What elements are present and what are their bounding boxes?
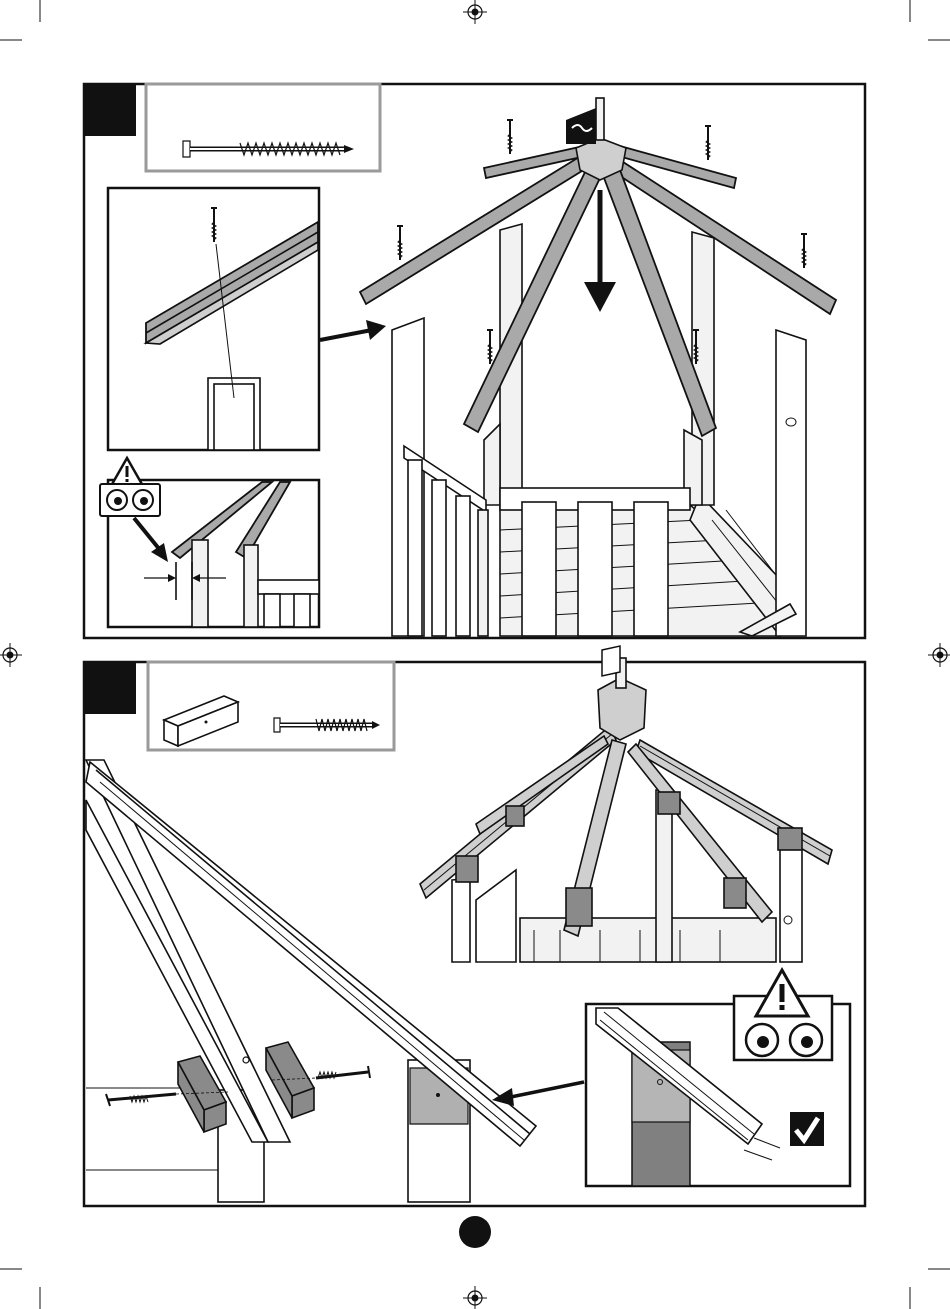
registration-mark-icon bbox=[928, 643, 950, 667]
step-a-parts-box bbox=[146, 84, 380, 171]
direction-arrow-icon bbox=[584, 190, 616, 312]
warning-triangle-icon bbox=[756, 970, 808, 1016]
screw-icon bbox=[106, 1094, 176, 1106]
screw-icon bbox=[397, 226, 403, 260]
step-a-main-scene bbox=[360, 98, 836, 636]
detail-gap-check bbox=[100, 458, 319, 627]
registration-mark-icon bbox=[0, 643, 22, 667]
checkmark-icon bbox=[790, 1112, 824, 1146]
step-b-panel bbox=[84, 646, 865, 1206]
direction-arrow-icon bbox=[320, 320, 386, 340]
step-a-panel bbox=[84, 84, 865, 638]
side-railing bbox=[404, 446, 488, 636]
warning-triangle-icon bbox=[111, 458, 143, 486]
registration-mark-icon bbox=[463, 0, 487, 24]
step-b-roof-overview bbox=[420, 646, 832, 962]
step-a-number-badge bbox=[84, 84, 136, 136]
detail-edge-check bbox=[586, 970, 850, 1186]
step-b-number-badge bbox=[84, 662, 136, 714]
screw-icon bbox=[705, 126, 711, 160]
registration-mark-icon bbox=[463, 1286, 487, 1309]
screw-icon bbox=[801, 234, 807, 268]
rafter-closeup bbox=[86, 760, 536, 1202]
attention-eyes-icon bbox=[100, 484, 160, 516]
direction-arrow-icon bbox=[492, 1082, 584, 1106]
page-number-badge bbox=[459, 1216, 491, 1248]
screw-icon bbox=[316, 1066, 370, 1078]
screw-icon bbox=[507, 120, 513, 154]
detail-rafter-on-post bbox=[108, 188, 319, 450]
screw-icon bbox=[487, 330, 493, 364]
step-b-parts-box bbox=[148, 662, 394, 750]
